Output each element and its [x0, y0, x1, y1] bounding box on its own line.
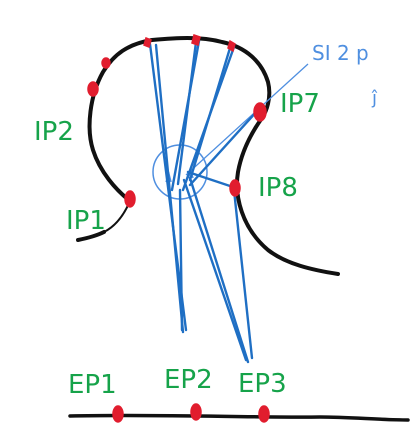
- label-ip2: IP2: [34, 117, 74, 147]
- electrode-top-1: [143, 36, 152, 49]
- annotation-pointer-line: [185, 63, 309, 176]
- beam: [232, 188, 254, 360]
- electrode-top-3: [227, 39, 236, 53]
- label-ip1: IP1: [66, 206, 106, 236]
- neck-line-left: [103, 200, 131, 233]
- beam: [176, 40, 198, 186]
- electrode-ip1: [124, 190, 136, 208]
- beam: [148, 42, 188, 332]
- head-outline: [76, 36, 340, 276]
- label-ep1: EP1: [68, 370, 117, 400]
- head-electrodes: [87, 34, 267, 208]
- electrode-ip2: [87, 81, 99, 97]
- label-ep2: EP2: [164, 365, 213, 395]
- electrode-top-left: [101, 57, 111, 69]
- beam: [182, 178, 248, 362]
- label-ip8: IP8: [258, 173, 298, 203]
- beam: [188, 108, 260, 187]
- beam: [186, 170, 238, 190]
- label-ep3: EP3: [238, 369, 287, 399]
- beam-group: [148, 39, 260, 364]
- beam: [188, 176, 250, 364]
- electrode-ep2: [190, 403, 202, 421]
- electrode-ep1: [112, 405, 124, 423]
- scalp-surface-line: [68, 413, 410, 422]
- electrode-ip7: [253, 102, 267, 122]
- annotation-side: ĵ: [371, 88, 378, 109]
- label-ip7: IP7: [280, 89, 320, 119]
- electrode-ep3: [258, 405, 270, 423]
- electrode-top-2: [191, 34, 201, 46]
- beam: [188, 46, 232, 182]
- beam: [178, 188, 184, 332]
- surface-electrodes: [112, 403, 270, 423]
- beam: [154, 43, 185, 334]
- electrode-ip8: [229, 179, 241, 197]
- annotation-top: SI 2 p: [312, 41, 369, 65]
